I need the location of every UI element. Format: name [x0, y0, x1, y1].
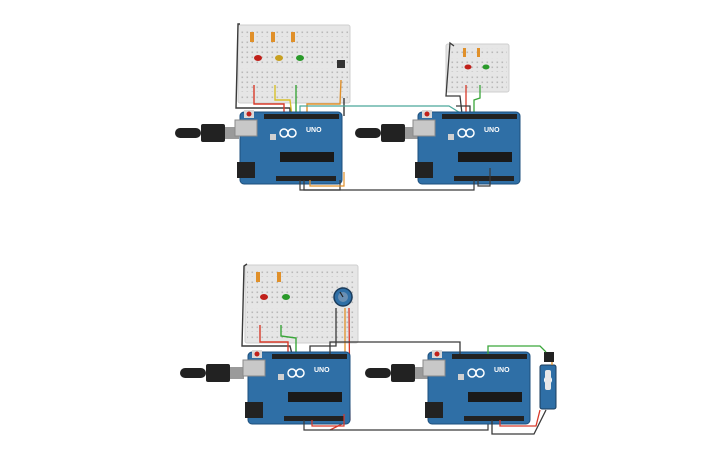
arduino-board: [412, 109, 521, 185]
resistor: [277, 272, 281, 282]
arduino-board: [242, 349, 351, 425]
resistor: [250, 32, 254, 42]
led-red: [254, 55, 262, 61]
resistor: [477, 48, 480, 57]
push-button: [337, 60, 345, 68]
board-label: UNO: [314, 367, 330, 374]
circuit-bottom-left: UNO: [180, 263, 489, 431]
led-red: [260, 294, 268, 300]
led-green: [282, 294, 290, 300]
resistor: [291, 32, 295, 42]
resistor: [256, 272, 260, 282]
resistor: [271, 32, 275, 42]
board-label: UNO: [306, 127, 322, 134]
resistor: [463, 48, 466, 57]
circuit-top-left: UNO: [175, 23, 463, 191]
led-green: [296, 55, 304, 61]
led-green: [482, 64, 490, 70]
board-label: UNO: [494, 367, 510, 374]
circuit-top-right: UNO: [299, 41, 521, 191]
led-yellow: [275, 55, 283, 61]
board-label: UNO: [484, 127, 500, 134]
led-red: [464, 64, 472, 70]
circuit-bottom-right: UNO: [329, 341, 557, 435]
servo-connector: [544, 352, 554, 362]
arduino-board: [234, 109, 343, 185]
arduino-board: [422, 349, 531, 425]
